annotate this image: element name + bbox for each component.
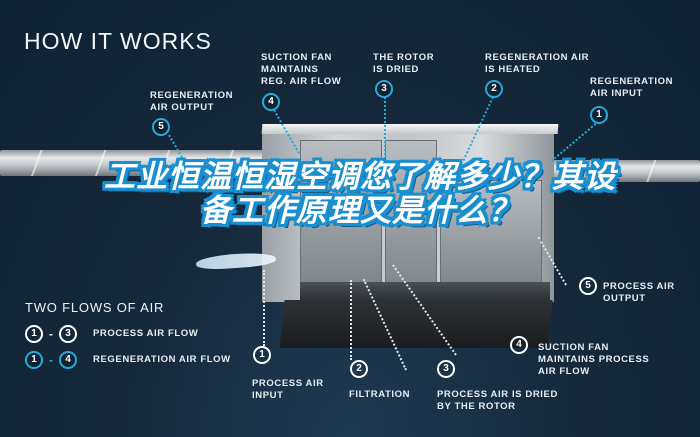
legend-dash: - <box>49 353 53 367</box>
rotor-panel <box>300 140 382 287</box>
legend: TWO FLOWS OF AIR 1 - 3 PROCESS AIR FLOW … <box>25 300 231 369</box>
leader-line-proc-1 <box>263 270 265 346</box>
legend-badge-to: 4 <box>59 351 77 369</box>
legend-badge-to: 3 <box>59 325 77 343</box>
legend-row-regeneration: 1 - 4 REGENERATION AIR FLOW <box>25 351 231 369</box>
label-suction-fan-process: SUCTION FAN MAINTAINS PROCESS AIR FLOW <box>538 342 650 377</box>
badge-proc-1: 1 <box>253 346 271 364</box>
legend-label-process-air-flow: PROCESS AIR FLOW <box>93 328 199 339</box>
right-air-duct <box>550 160 700 182</box>
label-suction-fan-reg: SUCTION FAN MAINTAINS REG. AIR FLOW <box>261 52 342 87</box>
label-rotor-dried: THE ROTOR IS DRIED <box>373 52 435 75</box>
label-filtration: FILTRATION <box>349 389 411 400</box>
leader-line-reg-1 <box>551 121 599 162</box>
badge-reg-4: 4 <box>262 93 280 111</box>
badge-reg-3: 3 <box>375 80 393 98</box>
legend-dash: - <box>49 327 53 341</box>
legend-row-process: 1 - 3 PROCESS AIR FLOW <box>25 325 231 343</box>
label-regeneration-air-output: REGENERATION AIR OUTPUT <box>150 90 234 113</box>
page-title: HOW IT WORKS <box>24 28 212 54</box>
badge-proc-5: 5 <box>579 277 597 295</box>
unit-floor <box>300 282 550 302</box>
leader-line-reg-3 <box>384 97 386 167</box>
dehumidifier-unit-top <box>261 124 559 134</box>
badge-proc-2: 2 <box>350 360 368 378</box>
badge-proc-3: 3 <box>437 360 455 378</box>
label-regeneration-air-input: REGENERATION AIR INPUT <box>590 76 674 99</box>
badge-reg-5: 5 <box>152 118 170 136</box>
legend-label-regeneration-air-flow: REGENERATION AIR FLOW <box>93 354 231 365</box>
fan-housing <box>440 180 542 287</box>
filter-panel <box>385 140 437 292</box>
badge-reg-1: 1 <box>590 106 608 124</box>
leader-line-proc-2 <box>350 280 352 360</box>
overlay-headline: 工业恒温恒湿空调您了解多少？其设备工作原理又是什么？ <box>104 159 616 229</box>
label-regeneration-heated: REGENERATION AIR IS HEATED <box>485 52 590 75</box>
left-air-duct <box>0 150 270 176</box>
label-process-air-dried: PROCESS AIR IS DRIED BY THE ROTOR <box>437 389 558 412</box>
legend-badge-from: 1 <box>25 325 43 343</box>
legend-badge-from: 1 <box>25 351 43 369</box>
badge-reg-2: 2 <box>485 80 503 98</box>
legend-title: TWO FLOWS OF AIR <box>25 300 165 315</box>
badge-proc-4: 4 <box>510 336 528 354</box>
label-process-air-output: PROCESS AIR OUTPUT <box>603 281 675 304</box>
label-process-air-input: PROCESS AIR INPUT <box>252 378 324 401</box>
